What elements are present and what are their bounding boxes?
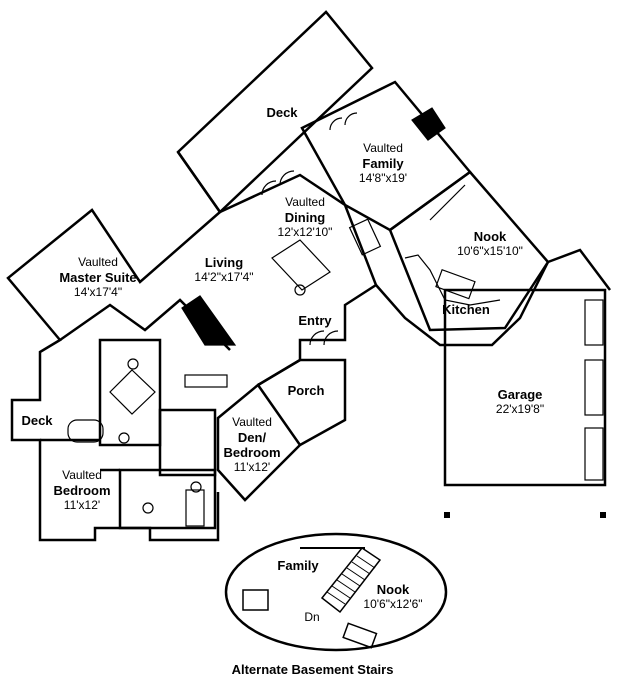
sink-icon-3 <box>190 481 202 493</box>
pantry-closet <box>271 239 331 291</box>
kitchen-outline <box>375 261 550 347</box>
inset-counter <box>242 589 269 611</box>
hall-cabinet <box>184 374 228 388</box>
toilet-icon <box>294 284 306 296</box>
bath-block-2 <box>158 408 217 477</box>
fireplace-family-icon <box>411 107 446 141</box>
small-deck-label: Deck <box>21 413 53 428</box>
master-suite-label: Vaulted Master Suite 14'x17'4" <box>59 255 137 299</box>
den-room-outline <box>216 383 302 502</box>
caption: Alternate Basement Stairs <box>231 662 394 677</box>
garage-roof-angle <box>547 248 611 291</box>
inset-stair-treads <box>326 555 376 605</box>
family-door-icon <box>329 112 358 131</box>
inset-down-label: Dn <box>304 610 320 624</box>
garage-label: Garage 22'x19'8" <box>495 387 545 416</box>
inset-stairs <box>320 546 382 614</box>
entry-door-icon <box>309 330 339 346</box>
master-tub <box>67 419 104 443</box>
entry-label: Entry <box>298 313 332 328</box>
dining-label: Vaulted Dining 12'x12'10" <box>277 195 333 239</box>
sink-icon-4 <box>142 502 154 514</box>
sink-icon-2 <box>118 432 130 444</box>
nook-room-outline <box>388 170 550 332</box>
inset-nook-label: Nook 10'6"x12'6" <box>363 582 423 611</box>
deck-label: Deck <box>266 105 298 120</box>
bath-block-1 <box>98 338 162 447</box>
garage-window-1 <box>584 299 604 346</box>
inset-island <box>342 622 378 649</box>
shower-icon <box>109 369 156 415</box>
nook-label: Nook 10'6"x15'10" <box>457 229 523 258</box>
post-left <box>444 512 450 518</box>
garage-window-3 <box>584 427 604 481</box>
closet-block <box>118 468 217 530</box>
living-label: Living 14'2"x17'4" <box>194 255 254 284</box>
living-walls <box>219 173 378 387</box>
post-right <box>600 512 606 518</box>
sink-icon-1 <box>127 358 139 370</box>
garage-window-2 <box>584 359 604 416</box>
kitchen-label: Kitchen <box>442 302 490 317</box>
dining-door-icon <box>261 170 295 196</box>
porch-label: Porch <box>287 383 325 398</box>
inset-ellipse <box>224 532 448 652</box>
kitchen-island <box>435 268 476 300</box>
house-outline-left <box>6 151 222 542</box>
family-label: Vaulted Family 14'8"x19' <box>358 141 408 185</box>
nook-counter <box>404 254 501 306</box>
dining-bar <box>348 218 382 256</box>
bedroom-tub <box>185 489 205 527</box>
inset-family-label: Family <box>277 558 319 573</box>
bedroom-label: Vaulted Bedroom 11'x12' <box>53 468 111 512</box>
fireplace-living-icon <box>181 295 237 346</box>
den-bedroom-label: Vaulted Den/ Bedroom 11'x12' <box>223 415 281 474</box>
nook-window <box>429 184 466 221</box>
porch-walls <box>257 358 347 447</box>
